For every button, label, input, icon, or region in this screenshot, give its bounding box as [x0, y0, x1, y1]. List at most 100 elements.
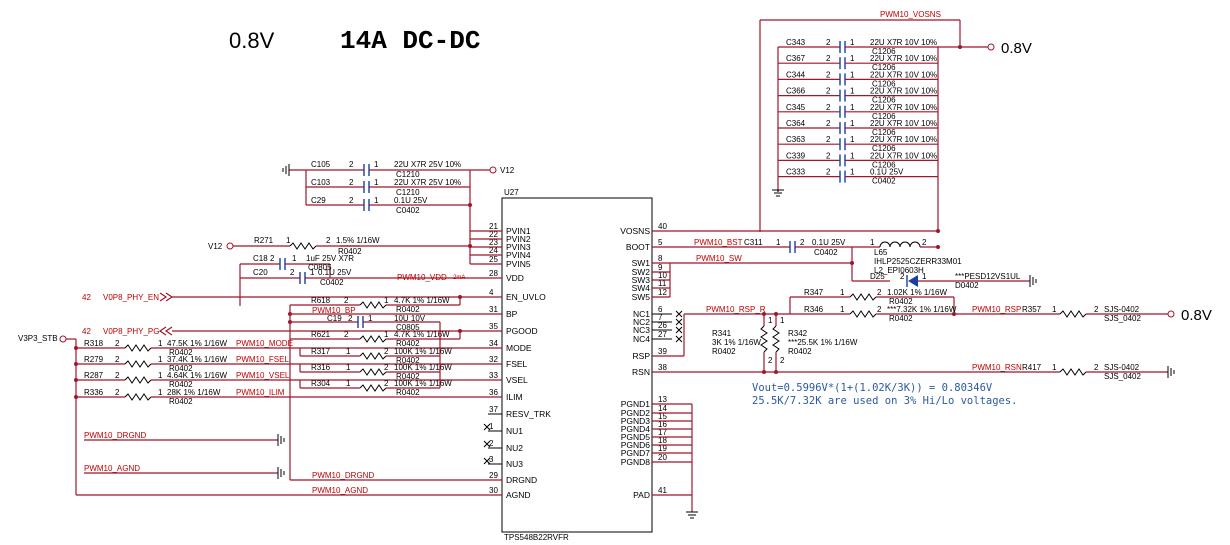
- pin-num: 1: [158, 371, 163, 380]
- ic-pin-number: 9: [658, 263, 663, 272]
- ic-pin-number: 6: [658, 305, 663, 314]
- pin-num: 2: [900, 272, 905, 281]
- junction: [74, 378, 78, 382]
- ic-pin-name: RSP: [633, 351, 651, 361]
- cap-ref: C29: [311, 196, 326, 205]
- ic-pin-name: PGND1: [621, 399, 651, 409]
- header-title: 14A DC-DC: [340, 26, 480, 56]
- part-value: 0.1U 25V: [318, 268, 352, 277]
- ic-pin-number: 7: [658, 313, 663, 322]
- ic-pin-name: VOSNS: [620, 226, 650, 236]
- part-value: 4.64K 1% 1/16W: [167, 371, 227, 380]
- cap-value: 0.1U 25V: [394, 196, 428, 205]
- pin-num: 2: [349, 196, 354, 205]
- part-package: R0402: [889, 297, 913, 306]
- ic-pin-name: SW4: [632, 283, 651, 293]
- resistor-symbol: [124, 344, 152, 352]
- ic-pin-name: SW2: [632, 267, 651, 277]
- pin-num: 2: [826, 54, 831, 63]
- ic-pin-number: 22: [489, 230, 498, 239]
- pin-num: 1: [870, 238, 875, 247]
- ic-pin-name: NU3: [506, 459, 523, 469]
- ic-pin-number: 25: [489, 255, 498, 264]
- net-label: PWM10_MODE: [236, 339, 293, 348]
- part-ref: C20: [253, 268, 268, 277]
- ic-pin-number: 34: [489, 339, 498, 348]
- ic-pin-number: 29: [489, 471, 498, 480]
- pin-num: 2: [326, 236, 331, 245]
- net-v12-left: V12: [208, 242, 223, 251]
- ic-pin-number: 5: [658, 238, 663, 247]
- ic-pin-name: PVIN3: [506, 242, 531, 252]
- ic-pin-name: PAD: [633, 490, 650, 500]
- part-ref: R318: [84, 339, 104, 348]
- ic-pin-name: PGND7: [621, 448, 651, 458]
- ic-pin-name: NC4: [633, 334, 650, 344]
- ic-pin-name: PGND2: [621, 408, 651, 418]
- output-label-top: 0.8V: [1001, 40, 1032, 57]
- part-package: R0402: [712, 347, 736, 356]
- net-agnd: PWM10_AGND: [312, 486, 368, 495]
- ic-pin-number: 19: [658, 444, 667, 453]
- pin-num: 2: [768, 356, 773, 365]
- pin-num: 1: [1052, 363, 1057, 372]
- net-v3p3: V3P3_STB: [18, 334, 58, 343]
- pin-num: 1: [158, 355, 163, 364]
- pin-num: 1: [850, 54, 855, 63]
- part-package: R0402: [396, 339, 420, 348]
- pin-num: 2: [348, 314, 353, 323]
- cap-ref: C366: [786, 87, 806, 96]
- ic-pin-name: PVIN1: [506, 226, 531, 236]
- pin-num: 1: [1052, 305, 1057, 314]
- ic-pin-number: 12: [658, 288, 667, 297]
- ic-pin-name: MODE: [506, 343, 532, 353]
- ic-pin-number: 23: [489, 238, 498, 247]
- ic-pin-name: NC3: [633, 325, 650, 335]
- pin-num: 1: [158, 339, 163, 348]
- cap-value: 22U X7R 10V 10%: [870, 103, 937, 112]
- net-en: V0P8_PHY_EN: [103, 293, 159, 302]
- ic-pin-number: 35: [489, 322, 498, 331]
- resistor-symbol: [124, 360, 152, 368]
- part-ref: R316: [311, 363, 331, 372]
- pin-num: 2: [349, 178, 354, 187]
- pin-num: 2: [826, 151, 831, 160]
- part-ref: R287: [84, 371, 104, 380]
- pin-num: 1: [850, 38, 855, 47]
- ic-pin-number: 16: [658, 420, 667, 429]
- part-package: C0402: [320, 278, 344, 287]
- cap-ref: C343: [786, 38, 806, 47]
- pin-num: 2: [826, 38, 831, 47]
- part-package: R0402: [396, 372, 420, 381]
- ic-pin-name: PGOOD: [506, 326, 538, 336]
- ic-pin-number: 28: [489, 269, 498, 278]
- ic-pin-number: 31: [489, 305, 498, 314]
- ic-pin-name: VSEL: [506, 375, 528, 385]
- ic-pin-number: 38: [658, 363, 667, 372]
- ic-pin-number: 26: [658, 321, 667, 330]
- ic-pin-name: AGND: [506, 490, 531, 500]
- pin-num: 2: [1094, 363, 1099, 372]
- part-ref: R357: [1022, 305, 1042, 314]
- part-ref: R336: [84, 388, 104, 397]
- ic-pin-name: FSEL: [506, 359, 528, 369]
- pin-num: 2: [877, 305, 882, 314]
- net-bst: PWM10_BST: [694, 238, 743, 247]
- net-vosns: PWM10_VOSNS: [880, 10, 941, 19]
- ic-pin-number: 24: [489, 246, 498, 255]
- part-ref: C19: [327, 314, 342, 323]
- ic-pin-name: PGND6: [621, 440, 651, 450]
- net-pg-num: 42: [82, 327, 91, 336]
- part-package: R0402: [169, 397, 193, 406]
- pin-num: 1: [310, 268, 315, 277]
- ic-pin-number: 21: [489, 222, 498, 231]
- ic-pin-number: 32: [489, 355, 498, 364]
- part-ref: R271: [254, 236, 274, 245]
- net-sw: PWM10_SW: [696, 254, 742, 263]
- part-value: 1.02K 1% 1/16W: [887, 288, 947, 297]
- part-package: R0402: [169, 348, 193, 357]
- part-package: L2_EPI0603H: [874, 266, 924, 275]
- part-package: R0402: [169, 364, 193, 373]
- part-value: 4.7K 1% 1/16W: [394, 296, 450, 305]
